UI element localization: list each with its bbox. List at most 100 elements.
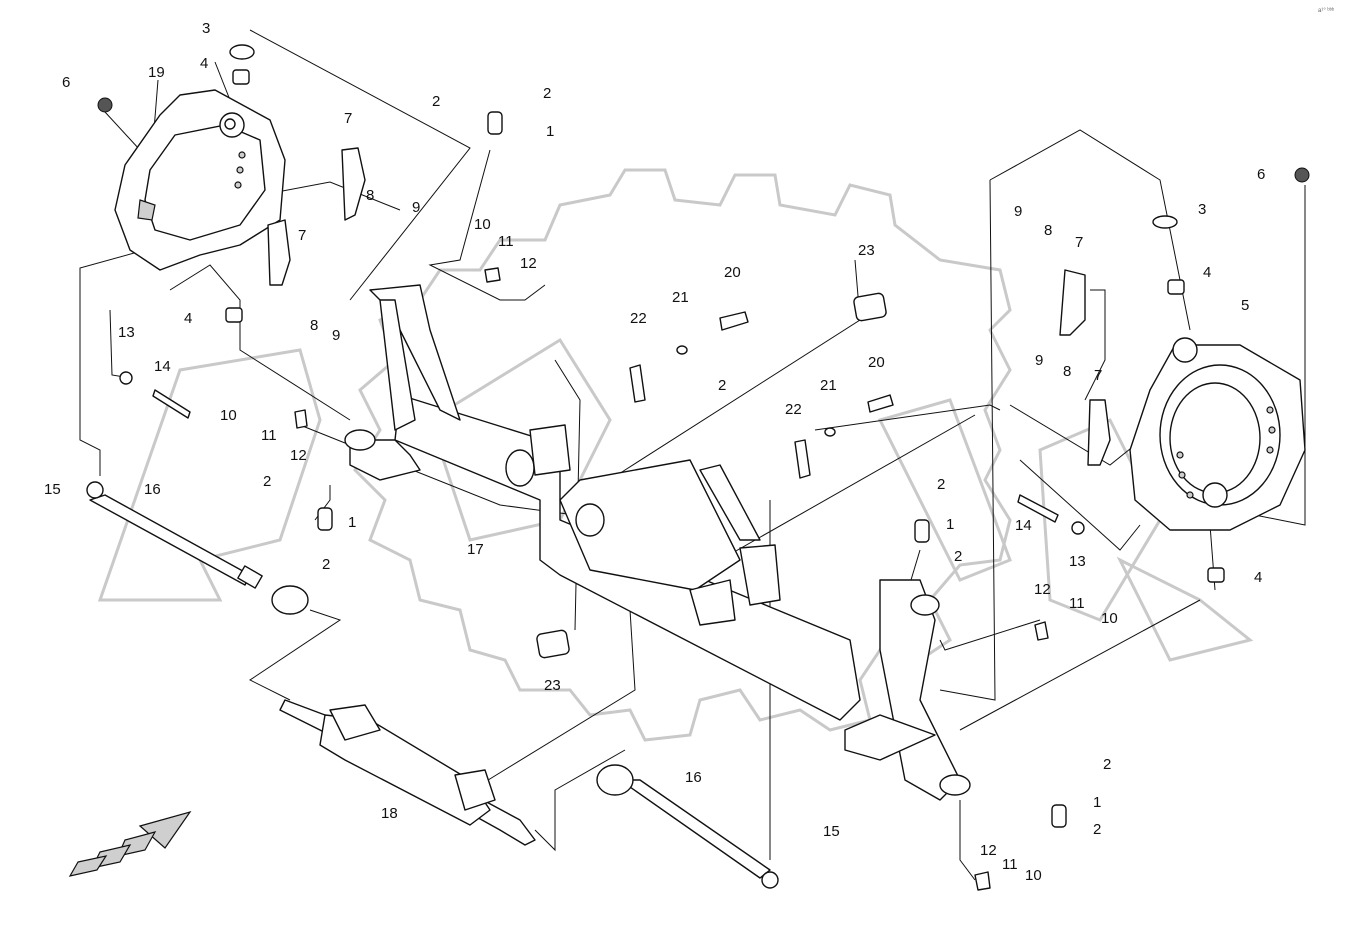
clip-part-12-top [484, 267, 501, 283]
callout-11-bottom: 11 [1002, 856, 1018, 873]
callout-10-bottom: 10 [1025, 867, 1042, 884]
spacer-part-4-left-top [232, 69, 250, 85]
clip-part-12-bottom [974, 871, 991, 891]
nut-part-13-right [1071, 521, 1085, 535]
callout-9-right-top: 9 [1014, 203, 1022, 220]
callout-7-right-top: 7 [1075, 234, 1083, 251]
callout-12-right: 12 [1034, 581, 1051, 598]
small-parts [97, 44, 1310, 891]
front-axle-beam-part-17 [344, 284, 971, 801]
callout-11-top: 11 [498, 233, 514, 250]
callout-7-a: 7 [344, 110, 352, 127]
callout-6-right: 6 [1257, 166, 1265, 183]
callout-22-left: 22 [630, 310, 647, 327]
bracket-part-7-c [1059, 269, 1086, 336]
callout-4-left-top: 4 [200, 55, 208, 72]
callout-15-right: 15 [823, 823, 840, 840]
callout-12-left: 12 [290, 447, 307, 464]
bracket-part-7-d [1087, 399, 1111, 466]
callout-labels: 3 4 6 19 2 2 1 7 8 9 7 8 9 10 11 12 4 13… [44, 20, 1265, 884]
callout-2-center: 2 [718, 377, 726, 394]
cap-part-6-right [1294, 167, 1310, 183]
callout-14-right: 14 [1015, 517, 1032, 534]
cap-part-6-left [97, 97, 113, 113]
bracket-part-7-a [341, 147, 366, 221]
callout-8-right-top: 8 [1044, 222, 1052, 239]
bushing-part-23-top [853, 292, 887, 322]
pin-part-1-left [317, 507, 333, 531]
corner-mark: а¹° ᵇᵇᵇ [1318, 7, 1335, 14]
callout-2-right-b: 2 [954, 548, 962, 565]
callout-8-a: 8 [366, 187, 374, 204]
callout-21-left: 21 [672, 289, 689, 306]
callout-20-left: 20 [724, 264, 741, 281]
callout-2-top-b: 2 [543, 85, 551, 102]
callout-5: 5 [1241, 297, 1249, 314]
callout-2-bottom-b: 2 [1093, 821, 1101, 838]
washer-part-3-left [229, 44, 255, 60]
plate-part-22-right [794, 439, 811, 479]
callout-9-b: 9 [332, 327, 340, 344]
callout-8-b: 8 [310, 317, 318, 334]
callout-3-right: 3 [1198, 201, 1206, 218]
pin-part-1-bottom [1051, 804, 1067, 828]
callout-8-right-bottom: 8 [1063, 363, 1071, 380]
plate-part-22-left [629, 364, 646, 403]
callout-1-top: 1 [546, 123, 554, 140]
callout-4-right-bottom: 4 [1254, 569, 1262, 586]
callout-2-left-a: 2 [263, 473, 271, 490]
callout-23-bottom: 23 [544, 677, 561, 694]
direction-arrow-icon [68, 810, 192, 877]
callout-11-left: 11 [261, 427, 277, 444]
bolt-part-20-right [867, 394, 894, 413]
callout-22-right: 22 [785, 401, 802, 418]
callout-10-left: 10 [220, 407, 237, 424]
callout-4-left-bottom: 4 [184, 310, 192, 327]
callout-2-top-a: 2 [432, 93, 440, 110]
bolt-part-14-left [152, 389, 191, 419]
left-fender-part-19 [114, 89, 286, 271]
tie-rod-right-part-16 [596, 764, 779, 889]
bolt-part-14-right [1017, 494, 1059, 523]
callout-18: 18 [381, 805, 398, 822]
callout-16-left: 16 [144, 481, 161, 498]
nut-part-13-left [119, 371, 133, 385]
callout-20-right: 20 [868, 354, 885, 371]
callout-9-right-bottom: 9 [1035, 352, 1043, 369]
callout-11-right: 11 [1069, 595, 1085, 612]
callout-12-bottom: 12 [980, 842, 997, 859]
callout-16-right: 16 [685, 769, 702, 786]
callout-2-left-b: 2 [322, 556, 330, 573]
callout-15-left: 15 [44, 481, 61, 498]
callout-1-left: 1 [348, 514, 356, 531]
callout-6-left: 6 [62, 74, 70, 91]
washer-part-21-left [676, 345, 688, 355]
callout-21-right: 21 [820, 377, 837, 394]
callout-12-top: 12 [520, 255, 537, 272]
callout-10-right: 10 [1101, 610, 1118, 627]
callout-1-bottom: 1 [1093, 794, 1101, 811]
callout-7-b: 7 [298, 227, 306, 244]
callout-23-top: 23 [858, 242, 875, 259]
callout-7-right-bottom: 7 [1094, 367, 1102, 384]
callout-19: 19 [148, 64, 165, 81]
bracket-part-7-b [267, 219, 291, 286]
washer-part-21-right [824, 427, 836, 437]
bushing-part-23-bottom [536, 629, 570, 659]
callout-4-right-top: 4 [1203, 264, 1211, 281]
washer-part-3-right [1152, 215, 1178, 229]
right-fender-part-5 [1129, 337, 1306, 531]
callout-1-right: 1 [946, 516, 954, 533]
spacer-part-4-right-bottom [1207, 567, 1225, 583]
callout-9-a: 9 [412, 199, 420, 216]
callout-10-top: 10 [474, 216, 491, 233]
callout-14-left: 14 [154, 358, 171, 375]
clip-part-12-left [294, 409, 308, 429]
spacer-part-4-right-top [1167, 279, 1185, 295]
steering-cylinder-part-18 [279, 699, 536, 846]
bolt-part-20-left [719, 311, 749, 331]
callout-17: 17 [467, 541, 484, 558]
tie-rod-left-part-16 [86, 481, 309, 615]
callout-2-right-a: 2 [937, 476, 945, 493]
